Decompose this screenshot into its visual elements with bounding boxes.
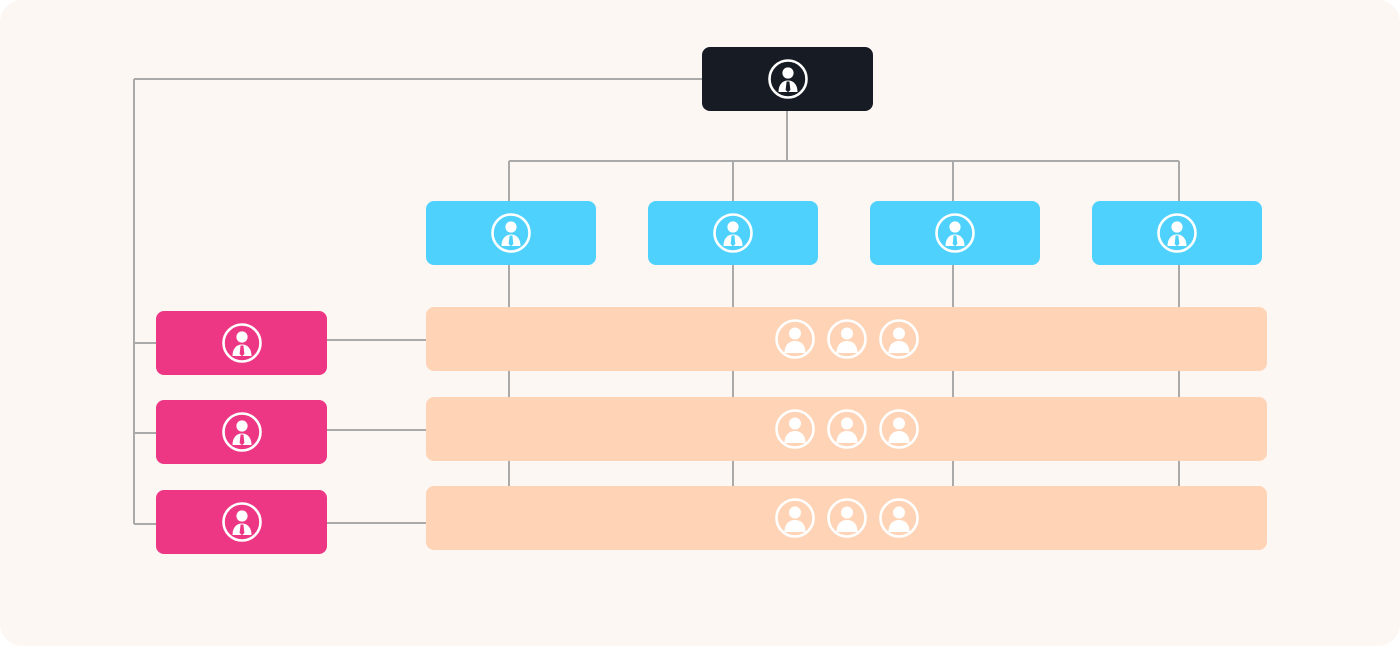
project-team-band	[426, 486, 1267, 550]
manager-icon	[767, 59, 808, 99]
team-member-icon	[774, 498, 815, 538]
manager-icon	[713, 213, 753, 253]
team-member-icon	[878, 498, 919, 538]
project-manager-node	[156, 311, 327, 375]
manager-icon	[221, 502, 262, 542]
manager-icon	[935, 213, 975, 253]
project-manager-node	[156, 400, 327, 464]
team-member-icon	[774, 409, 815, 449]
manager-icon	[491, 213, 531, 253]
team-member-icon	[826, 409, 867, 449]
project-team-band	[426, 397, 1267, 461]
functional-manager-node	[426, 201, 596, 265]
manager-icon	[221, 412, 262, 452]
team-member-icon	[826, 498, 867, 538]
team-member-icon	[826, 319, 867, 359]
manager-icon	[1157, 213, 1197, 253]
executive-node	[702, 47, 873, 111]
team-member-icon	[878, 409, 919, 449]
functional-manager-node	[1092, 201, 1262, 265]
project-team-band	[426, 307, 1267, 371]
functional-manager-node	[870, 201, 1040, 265]
functional-manager-node	[648, 201, 818, 265]
team-member-icon	[878, 319, 919, 359]
project-manager-node	[156, 490, 327, 554]
team-member-icon	[774, 319, 815, 359]
manager-icon	[221, 323, 262, 363]
